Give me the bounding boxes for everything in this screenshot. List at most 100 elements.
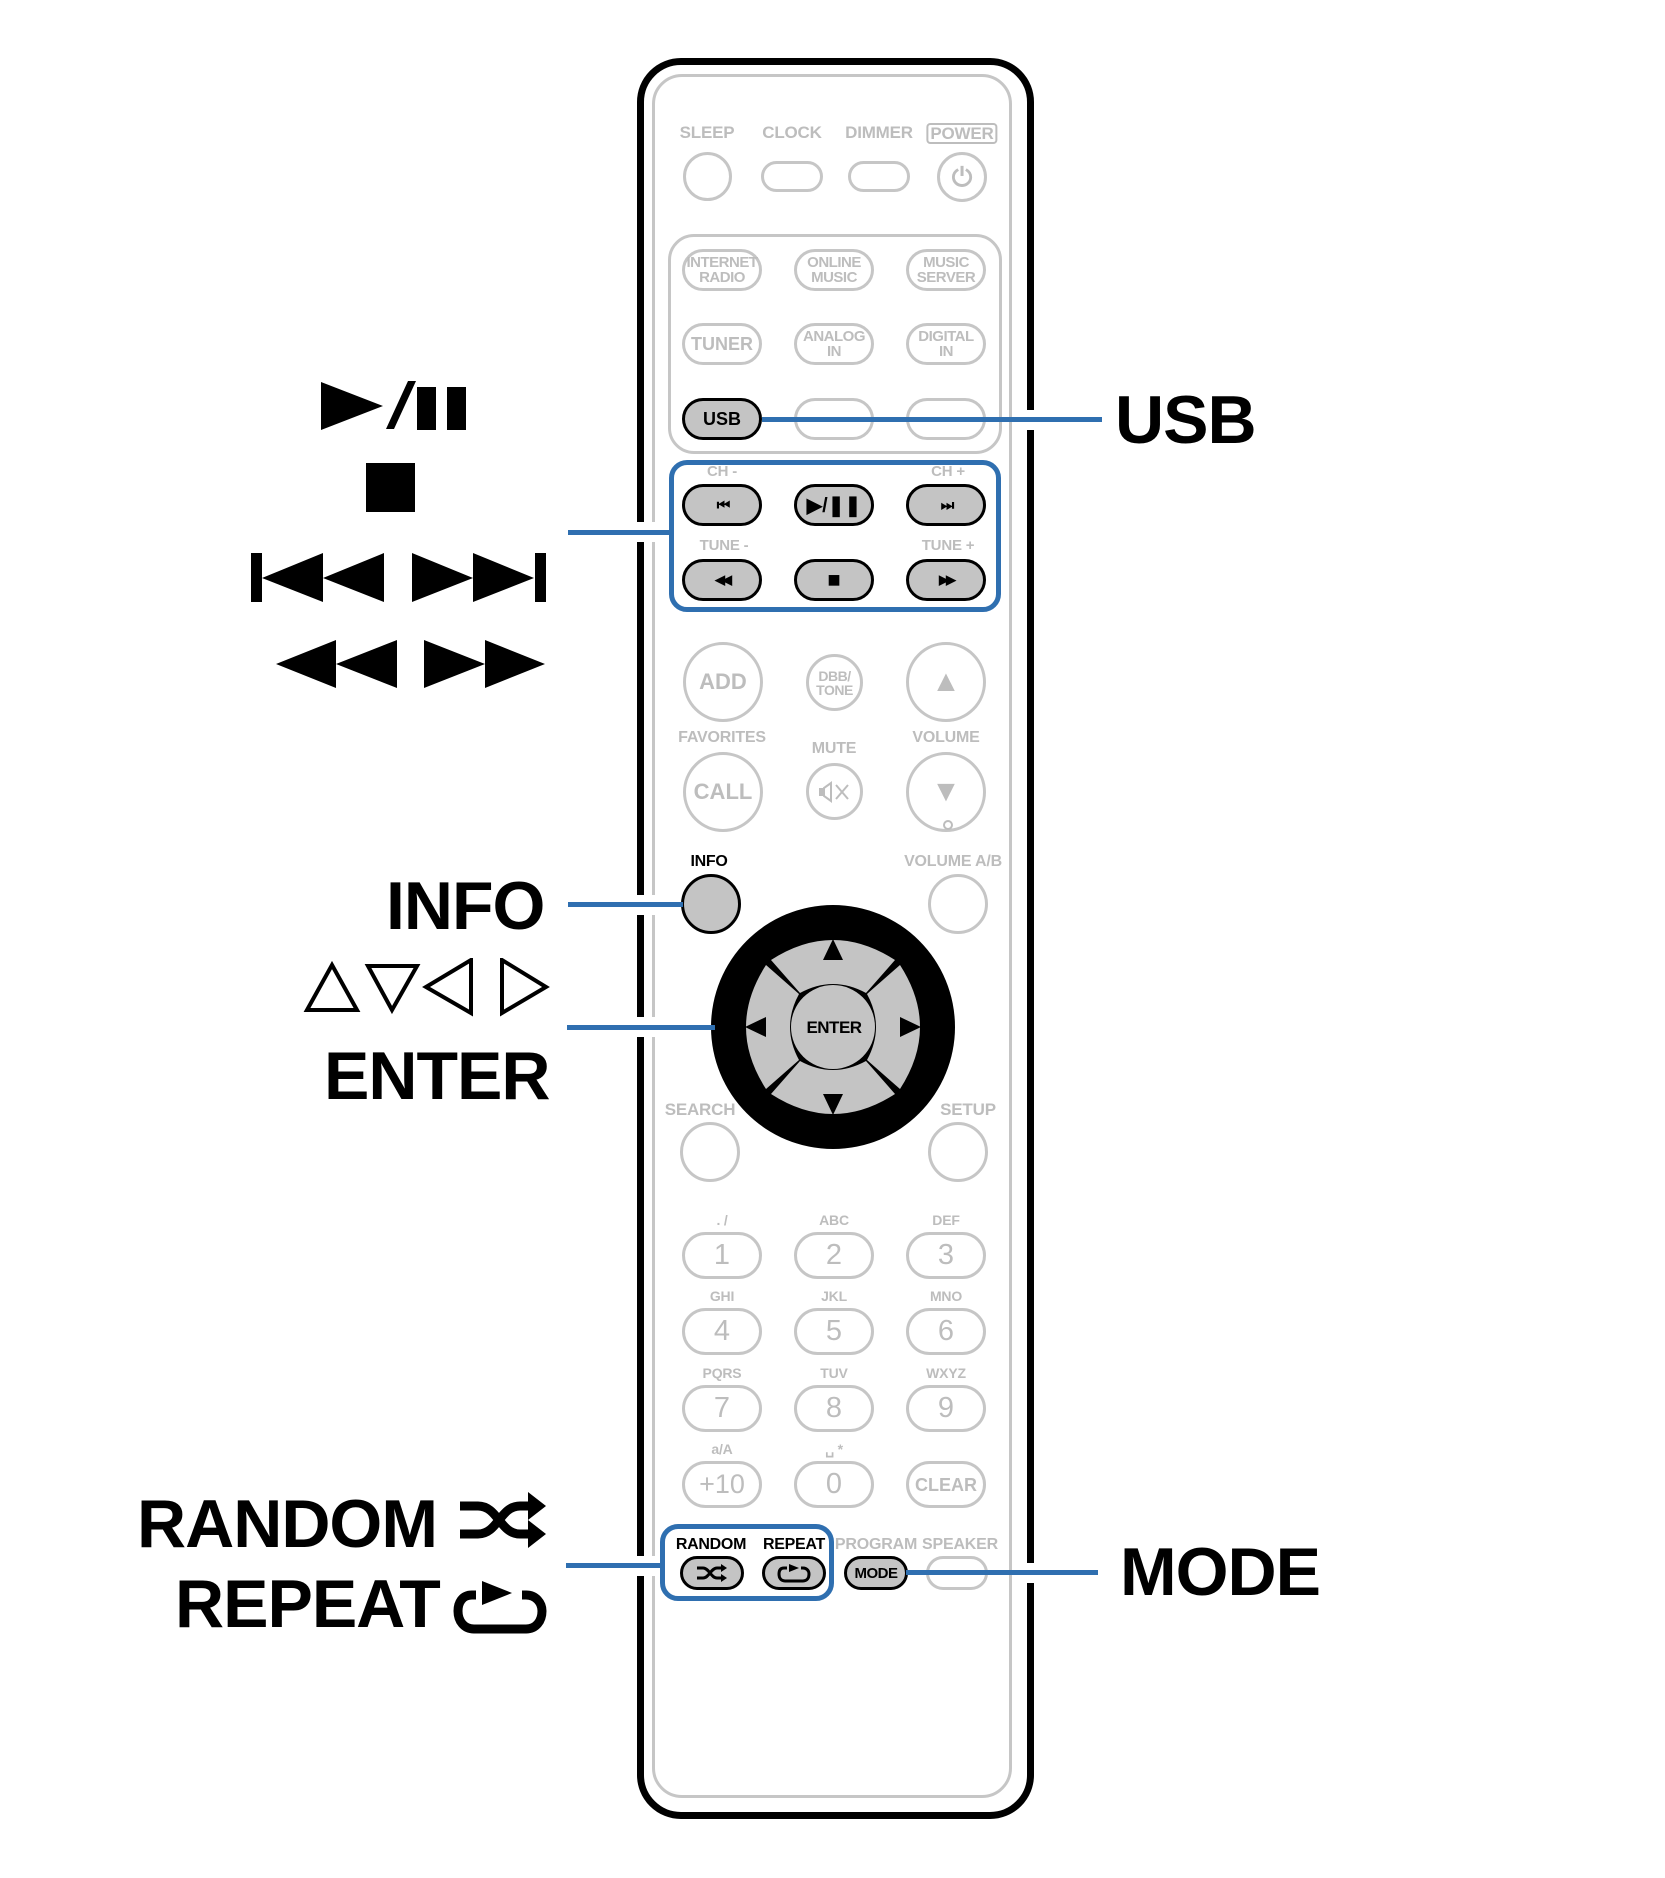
tuner-button[interactable]: TUNER — [682, 323, 762, 365]
power-icon: ⏻ — [951, 162, 973, 192]
analog-in-label-1: ANALOG — [803, 328, 866, 345]
left-arrow-icon — [745, 1017, 766, 1037]
stop-icon: ■ — [827, 567, 841, 592]
enter-button[interactable] — [791, 985, 875, 1069]
digital-in-label-1: DIGITAL — [918, 328, 974, 345]
ch-minus-label: CH - — [706, 463, 738, 480]
digital-in-label-2: IN — [939, 343, 954, 360]
stop-callout-icon — [366, 463, 415, 512]
volume-ab-label: VOLUME A/B — [904, 853, 1002, 870]
volume-label: VOLUME — [912, 729, 980, 746]
play-pause-button[interactable]: ▶/❚❚ — [794, 484, 874, 526]
music-server-label-1: MUSIC — [923, 254, 969, 271]
call-favorites-button[interactable]: CALL — [683, 752, 763, 832]
mode-button[interactable]: MODE — [844, 1556, 908, 1590]
repeat-callout: REPEAT — [175, 1566, 441, 1642]
next-track-button[interactable]: ⏭ — [906, 484, 986, 526]
tuner-label: TUNER — [691, 334, 753, 354]
clock-button[interactable] — [761, 161, 823, 192]
setup-label: SETUP — [940, 1100, 996, 1119]
keypad-button-label: 9 — [937, 1392, 955, 1424]
keypad-button-clear[interactable]: CLEAR — [906, 1461, 986, 1508]
play-pause-icon: ▶/❚❚ — [806, 494, 862, 517]
keypad-button-label: 4 — [713, 1315, 731, 1347]
cursor-arrows-callout-icon — [303, 958, 550, 1017]
right-arrow-icon — [900, 1017, 921, 1037]
keypad-button-5[interactable]: 5 — [794, 1308, 874, 1355]
random-button[interactable] — [680, 1556, 744, 1590]
online-music-button[interactable]: ONLINE MUSIC — [794, 249, 874, 291]
speaker-label: SPEAKER — [922, 1536, 998, 1553]
keypad-sublabel: GHI — [709, 1288, 735, 1304]
enter-leader-line — [567, 1025, 715, 1030]
analog-in-button[interactable]: ANALOG IN — [794, 323, 874, 365]
keypad-button-9[interactable]: 9 — [906, 1385, 986, 1432]
dpad-left-button[interactable] — [746, 965, 799, 1089]
rewind-button[interactable]: ◀◀ — [682, 559, 762, 601]
keypad-sublabel: PQRS — [702, 1365, 742, 1381]
tune-minus-label: TUNE - — [699, 537, 749, 554]
sleep-button[interactable] — [683, 152, 732, 201]
keypad-button-4[interactable]: 4 — [682, 1308, 762, 1355]
volume-ab-button[interactable] — [928, 874, 988, 934]
digital-in-button[interactable]: DIGITAL IN — [906, 323, 986, 365]
dpad-up-button[interactable] — [771, 940, 895, 993]
keypad-button-label: 3 — [937, 1239, 955, 1271]
setup-button[interactable] — [928, 1122, 988, 1182]
power-button[interactable]: ⏻ — [937, 152, 987, 202]
music-server-label-2: SERVER — [916, 269, 976, 286]
add-favorites-button[interactable]: ADD — [683, 642, 763, 722]
random-button-label: RANDOM — [675, 1536, 747, 1553]
stop-button[interactable]: ■ — [794, 559, 874, 601]
info-button-label: INFO — [690, 853, 728, 870]
mode-callout: MODE — [1120, 1534, 1321, 1610]
internet-radio-label-2: RADIO — [699, 269, 745, 286]
dimmer-button[interactable] — [848, 161, 910, 192]
dimmer-label: DIMMER — [845, 123, 913, 142]
keypad-button-0[interactable]: 0 — [794, 1461, 874, 1508]
dpad-down-button[interactable] — [771, 1061, 895, 1114]
program-label: PROGRAM — [834, 1536, 918, 1553]
dpad-right-button[interactable] — [867, 965, 920, 1089]
volume-up-button[interactable]: ▲ — [906, 642, 986, 722]
mode-button-label: MODE — [854, 1564, 899, 1582]
music-server-button[interactable]: MUSIC SERVER — [906, 249, 986, 291]
keypad-sublabel: WXYZ — [926, 1365, 966, 1381]
internet-radio-label-1: INTERNET — [686, 254, 759, 271]
up-arrow-icon — [823, 939, 843, 960]
usb-callout: USB — [1115, 382, 1257, 458]
random-repeat-leader-line — [566, 1563, 662, 1568]
keypad-button-label: 0 — [825, 1468, 843, 1500]
internet-radio-button[interactable]: INTERNET RADIO — [682, 249, 762, 291]
dbb-tone-button[interactable]: DBB/ TONE — [806, 654, 863, 711]
analog-in-label-2: IN — [827, 343, 842, 360]
online-music-label-2: MUSIC — [811, 269, 857, 286]
mode-leader-line — [906, 1570, 1098, 1575]
keypad-button-7[interactable]: 7 — [682, 1385, 762, 1432]
keypad-button-label: 5 — [825, 1315, 843, 1347]
volume-down-button[interactable]: ▼ — [906, 752, 986, 832]
repeat-icon — [777, 1564, 811, 1583]
fast-forward-button[interactable]: ▶▶ — [906, 559, 986, 601]
keypad-button-1[interactable]: 1 — [682, 1232, 762, 1279]
keypad-button-2[interactable]: 2 — [794, 1232, 874, 1279]
keypad-button-3[interactable]: 3 — [906, 1232, 986, 1279]
keypad-button-plus10[interactable]: +10 — [682, 1461, 762, 1508]
volume-down-dot — [943, 820, 953, 830]
dbb-label: DBB/ — [818, 667, 851, 684]
keypad-sublabel: TUV — [820, 1365, 848, 1381]
keypad-sublabel: JKL — [821, 1288, 847, 1304]
keypad-button-8[interactable]: 8 — [794, 1385, 874, 1432]
previous-track-button[interactable]: ⏮ — [682, 484, 762, 526]
add-label: ADD — [699, 669, 747, 694]
repeat-button[interactable] — [762, 1556, 826, 1590]
online-music-label-1: ONLINE — [807, 254, 861, 271]
rewind-ff-callout-icon — [276, 640, 545, 688]
keypad-sublabel: a/A — [711, 1441, 733, 1457]
keypad-button-6[interactable]: 6 — [906, 1308, 986, 1355]
mute-button[interactable] — [806, 763, 863, 820]
search-button[interactable] — [680, 1122, 740, 1182]
dpad-svg — [745, 939, 921, 1115]
keypad-sublabel: . / — [716, 1212, 728, 1228]
usb-button[interactable]: USB — [682, 398, 762, 440]
